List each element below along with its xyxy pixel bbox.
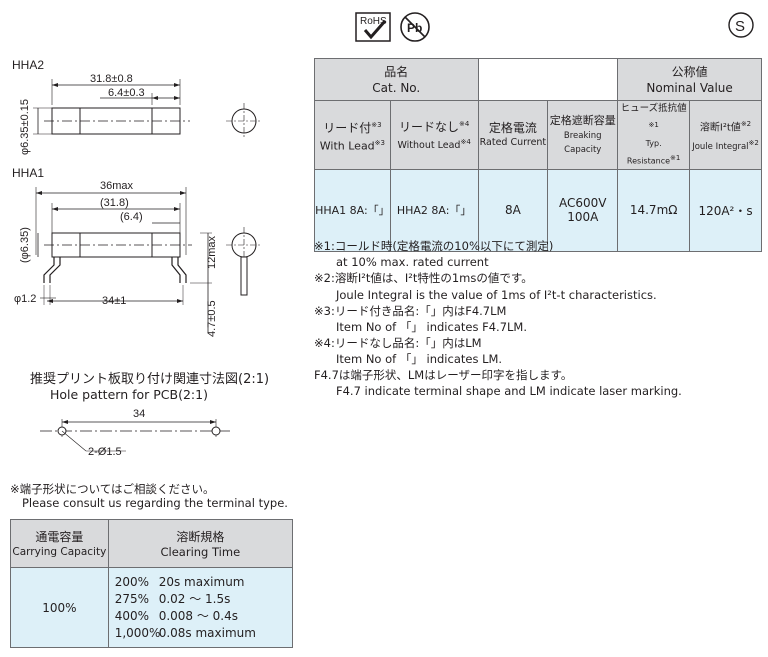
joule-integral-value: 120A²・s: [689, 168, 762, 252]
list-item: 200%20s maximum: [114, 574, 245, 589]
pcb-drawing: 34 2-Ø1.5: [40, 408, 230, 458]
hha2-dia-dim: φ6.35±0.15: [19, 99, 31, 155]
hha1-wire-dim: φ1.2: [14, 293, 36, 305]
hha2-cap-dim: 6.4±0.3: [108, 87, 145, 99]
table-row: 100% 200%20s maximum 275%0.02 ～ 1.5s 400…: [10, 567, 294, 648]
without-lead-header: リードなし※4 Without Lead※4: [389, 100, 479, 170]
resistance-header: ヒューズ抵抗値※1 Typ. Resistance※1: [617, 100, 691, 170]
without-lead-value: HHA2 8A:「」: [389, 168, 479, 252]
joule-integral-header: 溶断I²t値※2 Joule Integral※2: [689, 100, 762, 170]
with-lead-value: HHA1 8A:「」: [314, 168, 391, 252]
hha1-ref-cap-dim: (6.4): [120, 211, 143, 223]
list-item: 275%0.02 ～ 1.5s: [114, 591, 231, 606]
note-4-jp: ※4:リードなし品名:「」内はLM: [314, 336, 482, 350]
list-item: 400%0.008 ～ 0.4s: [114, 608, 239, 623]
svg-text:S: S: [735, 18, 745, 35]
hha1-bend-dim: 4.7±0.5: [206, 300, 218, 337]
s-mark-icon: S: [726, 10, 756, 40]
lead-free-icon: Pb: [398, 10, 432, 44]
pcb-title-en: Hole pattern for PCB(2:1): [50, 387, 208, 402]
clearing-time-values: 200%20s maximum 275%0.02 ～ 1.5s 400%0.00…: [107, 567, 294, 648]
resistance-value: 14.7mΩ: [617, 168, 691, 252]
note-3-jp: ※3:リード付き品名:「」内はF4.7LM: [314, 304, 507, 318]
pcb-pitch-dim: 34: [133, 408, 145, 420]
note-5-en: F4.7 indicate terminal shape and LM indi…: [336, 384, 682, 398]
svg-text:Pb: Pb: [407, 21, 422, 35]
hha1-ref-length-dim: (31.8): [100, 197, 129, 209]
hha1-height-dim: 12max: [206, 235, 218, 269]
note-2-jp: ※2:溶断I²t値は、I²t特性の1msの値です。: [314, 271, 533, 285]
hha2-drawing: HHA2 31.8±0.8 6.4±0.3 φ6.35±0.15: [12, 58, 262, 155]
note-2-en: Joule Integral is the value of 1ms of I²…: [336, 288, 657, 302]
carrying-capacity-value: 100%: [10, 567, 109, 648]
with-lead-header: リード付※3 With Lead※3: [314, 100, 391, 170]
hha1-dia-dim: (φ6.35): [19, 227, 31, 263]
rohs-icon: RoHS: [355, 12, 391, 42]
hha2-title: HHA2: [12, 58, 44, 72]
list-item: 1,000%0.08s maximum: [114, 625, 256, 640]
pcb-title-jp: 推奨プリント板取り付け関連寸法図(2:1): [30, 372, 270, 387]
pcb-hole-dim: 2-Ø1.5: [88, 446, 122, 458]
note-3-en: Item No of 「」 indicates F4.7LM.: [336, 320, 527, 334]
note-1-en: at 10% max. rated current: [336, 255, 489, 269]
hha1-pitch-dim: 34±1: [102, 295, 126, 307]
svg-text:RoHS: RoHS: [360, 16, 387, 27]
terminal-note-en: Please consult us regarding the terminal…: [22, 496, 288, 510]
note-4-en: Item No of 「」 indicates LM.: [336, 352, 503, 366]
hha1-title: HHA1: [12, 166, 44, 180]
terminal-note-jp: ※端子形状についてはご相談ください。: [10, 482, 215, 496]
note-1-jp: ※1:コールド時(定格電流の10%以下にて測定): [314, 239, 554, 253]
hha1-max-dim: 36max: [100, 180, 134, 192]
hha1-drawing: HHA1 36max (31.8) (6.4) (φ6.35) φ1.2 34±…: [12, 166, 262, 337]
note-5-jp: F4.7は端子形状、LMはレーザー印字を指します。: [314, 368, 573, 382]
hha2-length-dim: 31.8±0.8: [90, 73, 133, 85]
